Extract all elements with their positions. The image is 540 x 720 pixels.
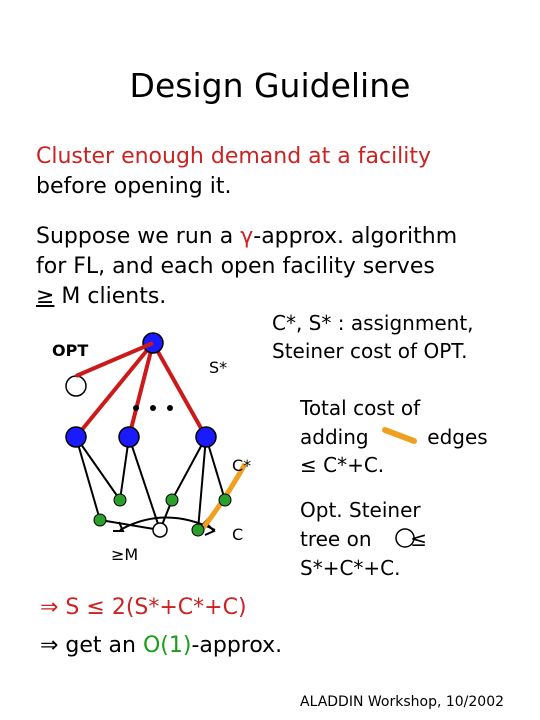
steiner-line-1: Opt. Steiner xyxy=(300,498,421,522)
total-adding: adding xyxy=(300,425,375,449)
facility-icon xyxy=(195,426,217,448)
bullet-2: ⇒ get an O(1)-approx. xyxy=(40,633,282,658)
bullet-1: ⇒ S ≤ 2(S*+C*+C) xyxy=(40,595,247,620)
gamma-symbol: γ xyxy=(240,224,254,249)
suppose-text: Suppose we run a xyxy=(36,224,241,249)
opened-facility-icon xyxy=(65,375,87,397)
steiner-line-2: tree on ≤ xyxy=(300,527,427,551)
total-line-3: ≤ C*+C. xyxy=(300,453,385,477)
footer: ALADDIN Workshop, 10/2002 xyxy=(300,694,505,710)
steiner-edge xyxy=(74,341,155,439)
steiner-le: ≤ xyxy=(403,527,427,551)
intro-line-2: before opening it. xyxy=(36,174,232,199)
ge-symbol: ≥ xyxy=(36,284,55,309)
caption-line-1: C*, S* : assignment, xyxy=(272,311,474,335)
c-label: C xyxy=(232,525,244,544)
client-icon xyxy=(93,513,107,527)
s-star-label: S* xyxy=(209,358,228,377)
total-line-1: Total cost of xyxy=(300,396,421,420)
ellipsis-dots xyxy=(133,405,173,411)
client-white-icon xyxy=(152,522,168,538)
client-icon xyxy=(191,523,205,537)
steiner-edge xyxy=(127,342,155,438)
orange-edge-legend-icon xyxy=(382,427,417,444)
implies-icon: ⇒ xyxy=(40,595,59,620)
steiner-tree-on: tree on xyxy=(300,527,378,551)
suppose-line-1: Suppose we run a γ-approx. algorithm xyxy=(36,224,457,249)
opt-label: OPT xyxy=(52,341,89,360)
implies-icon: ⇒ xyxy=(40,633,59,658)
arrow-heads xyxy=(113,521,216,536)
suppose-text-post: -approx. algorithm xyxy=(253,224,458,249)
steiner-line-3: S*+C*+C. xyxy=(300,556,401,580)
facility-icon xyxy=(65,426,87,448)
client-nodes xyxy=(93,493,232,537)
m-symbol: M xyxy=(54,284,81,309)
steiner-edges xyxy=(74,341,208,439)
intro-line-1: Cluster enough demand at a facility xyxy=(36,144,432,169)
steiner-edge xyxy=(151,342,208,438)
total-edges: edges xyxy=(420,425,488,449)
facility-icon xyxy=(118,426,140,448)
client-icon xyxy=(165,493,179,507)
c-star-label: C* xyxy=(232,456,252,475)
suppose-line-3: ≥ M clients. xyxy=(36,284,166,309)
white-node-legend-icon xyxy=(395,528,415,548)
bullet-2-pre: get an xyxy=(58,633,143,658)
client-icon xyxy=(113,493,127,507)
suppose-line-2: for FL, and each open facility serves xyxy=(36,254,435,279)
bullet-2-o1: O(1) xyxy=(142,633,192,658)
slide-title: Design Guideline xyxy=(129,66,411,105)
clients-text: clients. xyxy=(80,284,167,309)
caption-line-2: Steiner cost of OPT. xyxy=(272,339,468,363)
bullet-1-text: S ≤ 2(S*+C*+C) xyxy=(58,595,247,620)
bullet-2-post: -approx. xyxy=(191,633,283,658)
client-icon xyxy=(218,493,232,507)
steiner-edge xyxy=(75,341,154,378)
ge-m-label: ≥M xyxy=(111,545,139,564)
total-line-2: adding edges xyxy=(300,425,488,449)
